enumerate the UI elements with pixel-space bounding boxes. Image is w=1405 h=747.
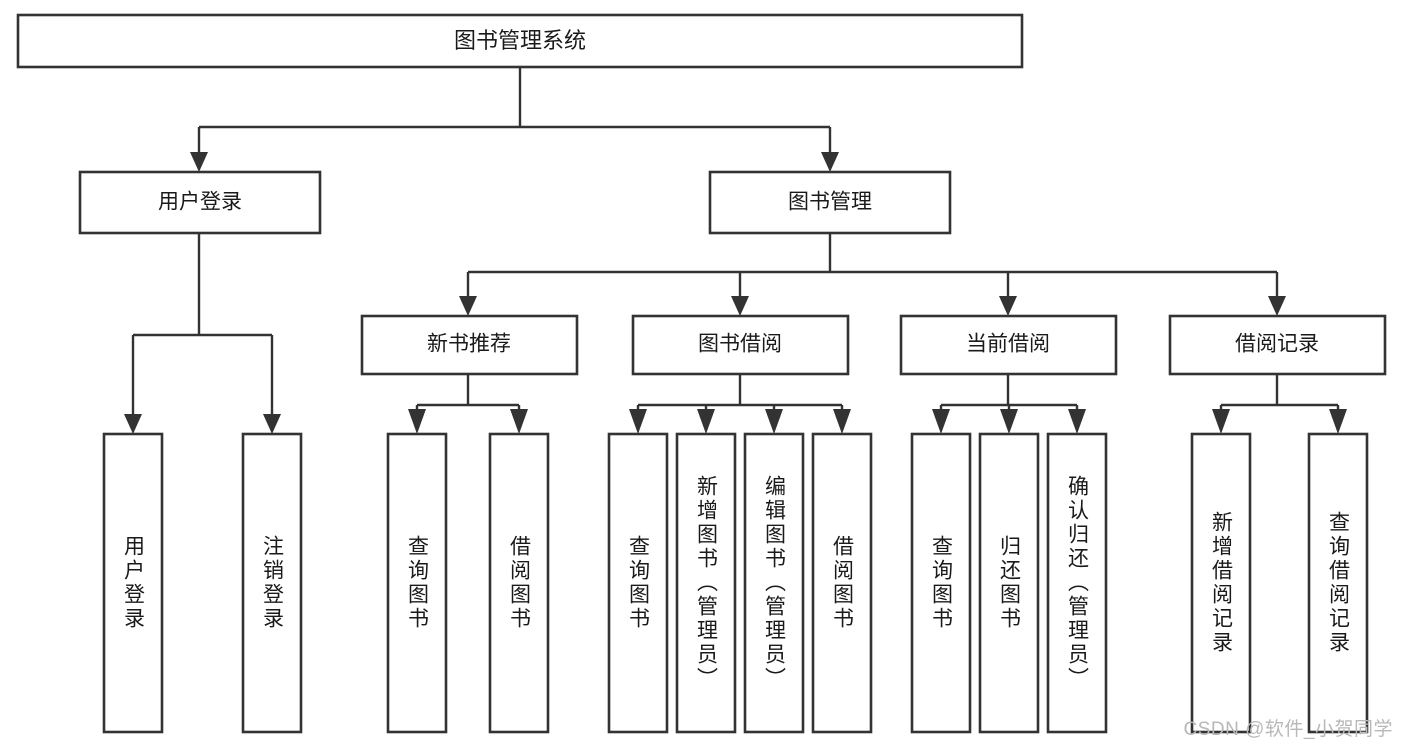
node-box-leaf-confirm-return[interactable]	[1046, 432, 1108, 734]
arrowhead-borrow-leaf-1	[629, 409, 647, 434]
node-label-book-borrow: 图书借阅	[698, 333, 782, 356]
node-label-current-borrow: 当前借阅	[966, 333, 1050, 356]
node-box-leaf-return-book[interactable]	[978, 432, 1040, 734]
node-box-user-login[interactable]	[78, 170, 322, 235]
arrowhead-book-to-c3	[999, 296, 1017, 316]
node-box-leaf-add-record[interactable]	[1190, 432, 1252, 734]
node-box-leaf-user-login[interactable]	[102, 432, 164, 734]
arrowhead-user-leaf-2	[263, 414, 281, 434]
arrowhead-record-leaf-2	[1329, 409, 1347, 434]
connector-group-new-book	[408, 374, 528, 434]
arrowhead-root-to-book	[821, 152, 839, 172]
arrowhead-current-leaf-2	[1000, 409, 1018, 434]
arrowhead-book-to-c2	[731, 296, 749, 316]
arrowhead-borrow-leaf-4	[833, 409, 851, 434]
arrowhead-borrow-leaf-2	[697, 409, 715, 434]
connector-group-borrow-record	[1212, 374, 1347, 434]
node-box-book-borrow[interactable]	[631, 314, 850, 376]
node-box-leaf-borrow-book-2[interactable]	[811, 432, 873, 734]
node-box-leaf-edit-book[interactable]	[743, 432, 805, 734]
watermark-text: CSDN @软件_小贺同学	[1183, 719, 1393, 740]
node-label-root: 图书管理系统	[454, 28, 586, 53]
arrowhead-book-to-c4	[1268, 296, 1286, 316]
connector-group-user-login	[124, 233, 281, 434]
node-box-leaf-user-logout[interactable]	[241, 432, 303, 734]
node-box-leaf-query-book-2[interactable]	[607, 432, 669, 734]
arrowhead-newbook-leaf-1	[408, 409, 426, 434]
arrowhead-current-leaf-3	[1068, 409, 1086, 434]
node-box-borrow-record[interactable]	[1168, 314, 1387, 376]
arrowhead-root-to-user	[190, 152, 208, 172]
connector-group-book-management	[459, 233, 1286, 316]
connector-group-root	[190, 67, 839, 172]
node-box-leaf-add-book[interactable]	[675, 432, 737, 734]
node-box-leaf-borrow-book-1[interactable]	[488, 432, 550, 734]
arrowhead-book-to-c1	[459, 296, 477, 316]
node-box-leaf-query-book-3[interactable]	[910, 432, 972, 734]
node-label-book-management: 图书管理	[788, 191, 872, 214]
node-label-user-login: 用户登录	[158, 191, 242, 214]
arrowhead-borrow-leaf-3	[765, 409, 783, 434]
arrowhead-current-leaf-1	[932, 409, 950, 434]
connector-group-book-borrow	[629, 374, 851, 434]
node-label-borrow-record: 借阅记录	[1235, 333, 1319, 356]
node-box-root[interactable]	[16, 13, 1024, 69]
arrowhead-newbook-leaf-2	[510, 409, 528, 434]
node-label-new-book-recommend: 新书推荐	[427, 333, 511, 356]
node-box-book-management[interactable]	[708, 170, 952, 235]
node-box-new-book-recommend[interactable]	[360, 314, 579, 376]
connector-group-current-borrow	[932, 374, 1086, 434]
node-box-current-borrow[interactable]	[899, 314, 1118, 376]
arrowhead-user-leaf-1	[124, 414, 142, 434]
node-box-leaf-query-record[interactable]	[1307, 432, 1369, 734]
node-box-leaf-query-book-1[interactable]	[386, 432, 448, 734]
arrowhead-record-leaf-1	[1212, 409, 1230, 434]
